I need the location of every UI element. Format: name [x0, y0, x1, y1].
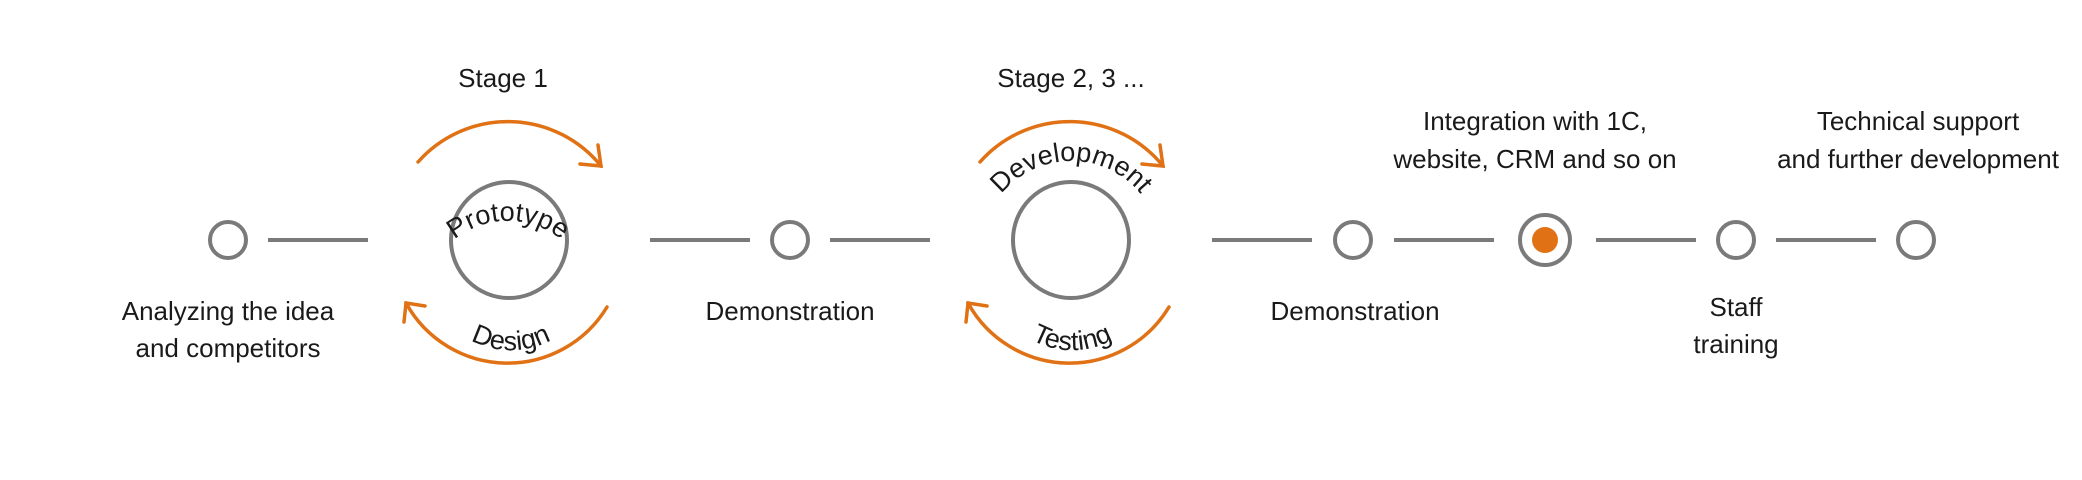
- stage-1-bottom-arc-label: Design: [468, 318, 554, 356]
- stage-1-circle: [449, 180, 569, 300]
- analyzing-label-line-2: and competitors: [136, 333, 321, 363]
- timeline-node-active-dot: [1532, 227, 1558, 253]
- timeline-node-staff: [1716, 220, 1756, 260]
- stage-1-bottom-arrowhead: [402, 300, 427, 324]
- stage-1-bottom-arrow: [404, 301, 609, 365]
- stage-2-bottom-arrowhead: [964, 300, 989, 324]
- timeline-node-demo-1: [770, 220, 810, 260]
- staff-training-label-line-1: Staff: [1709, 292, 1763, 322]
- timeline-node-analyzing: [208, 220, 248, 260]
- stage-2-top-arrowhead: [1140, 143, 1166, 168]
- stage-2-title: Stage 2, 3 ...: [997, 63, 1144, 93]
- support-label-line-1: Technical support: [1817, 106, 2020, 136]
- analyzing-label-line-1: Analyzing the idea: [122, 296, 335, 326]
- integration-label-line-2: website, CRM and so on: [1392, 144, 1676, 174]
- timeline-node-support: [1896, 220, 1936, 260]
- stage-2-bottom-arrow: [966, 301, 1171, 365]
- stage-1-title: Stage 1: [458, 63, 548, 93]
- support-label-line-2: and further development: [1777, 144, 2060, 174]
- timeline-node-demo-2: [1333, 220, 1373, 260]
- integration-label-line-1: Integration with 1C,: [1423, 106, 1647, 136]
- demonstration-label-1: Demonstration: [705, 296, 874, 326]
- demonstration-label-2: Demonstration: [1270, 296, 1439, 326]
- stage-2-bottom-arc-label: Testing: [1028, 318, 1115, 356]
- stage-2-top-arrow: [978, 119, 1165, 168]
- stage-1-top-arrow: [416, 119, 603, 168]
- staff-training-label-line-2: training: [1693, 329, 1778, 359]
- stage-1-top-arrowhead: [578, 143, 604, 168]
- stage-2-circle: [1011, 180, 1131, 300]
